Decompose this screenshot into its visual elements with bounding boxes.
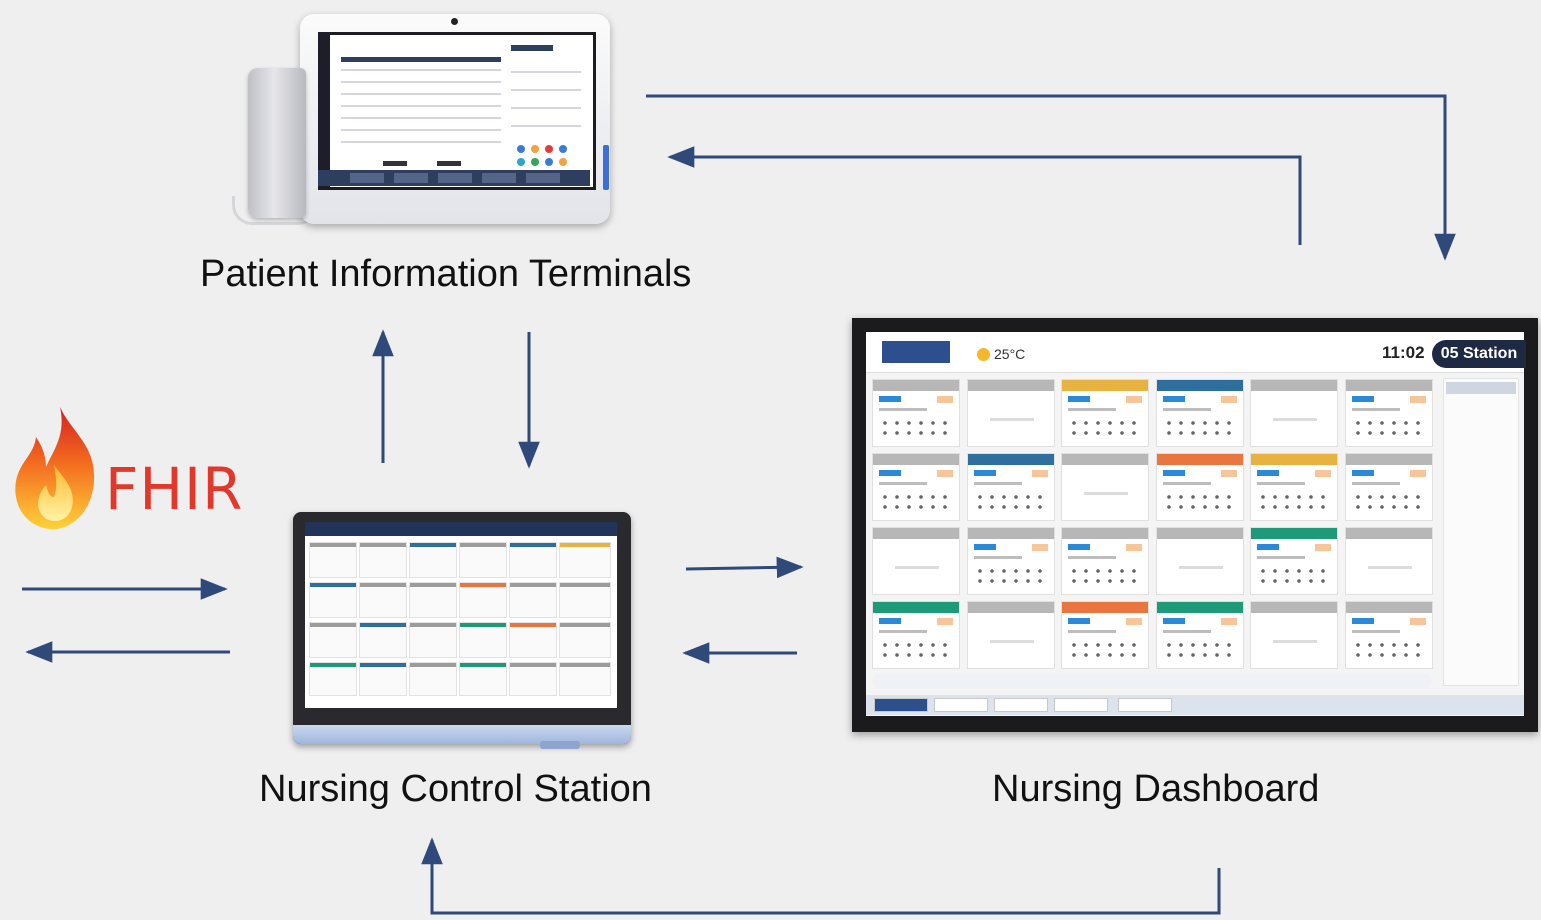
dashboard-bed-card	[1250, 453, 1338, 521]
control-station-base	[293, 725, 631, 744]
arrow-station-to-dashboard	[685, 556, 804, 579]
control-station-foot	[540, 741, 580, 749]
dashboard-tab	[874, 698, 928, 712]
dashboard-tab	[994, 698, 1048, 712]
arrow-terminal-to-dashboard	[646, 94, 1456, 261]
dashboard-logo	[882, 341, 950, 363]
dashboard-bed-card	[1344, 453, 1433, 521]
dashboard-time: 11:02	[1382, 343, 1425, 362]
control-station-topbar	[305, 522, 617, 536]
dashboard-bed-card	[1344, 379, 1433, 447]
dashboard-bed-card	[966, 453, 1055, 521]
dashboard-bed-card	[1250, 379, 1338, 447]
dashboard-bed-card	[1061, 453, 1149, 521]
flame-icon	[15, 407, 95, 530]
dashboard-bed-card	[1250, 527, 1338, 595]
arrow-dashboard-to-terminal	[667, 146, 1302, 245]
dashboard-bed-card	[1155, 379, 1244, 447]
dashboard-tab	[934, 698, 988, 712]
dashboard-bed-card	[966, 379, 1055, 447]
dashboard-tab	[1118, 698, 1172, 712]
caption-control-station: Nursing Control Station	[259, 768, 652, 810]
handset-icon	[248, 68, 306, 218]
dashboard-bed-card	[1344, 601, 1433, 669]
dashboard-bed-card	[1155, 601, 1244, 669]
dashboard-bed-card	[1155, 527, 1244, 595]
dashboard-station: 05 Station	[1432, 340, 1526, 368]
dashboard-bed-card	[1344, 527, 1433, 595]
terminal-side-light	[603, 145, 609, 190]
dashboard-temperature: 25°C	[994, 346, 1026, 362]
dashboard-bed-card	[1061, 601, 1149, 669]
dashboard-header	[866, 332, 1524, 373]
dashboard-bed-card	[1155, 453, 1244, 521]
dashboard-bed-card	[966, 601, 1055, 669]
dashboard-bed-card	[1061, 527, 1149, 595]
dashboard-bed-card	[1250, 601, 1338, 669]
patient-terminal-screen	[318, 32, 596, 190]
fhir-label: FHIR	[105, 455, 244, 523]
caption-dashboard: Nursing Dashboard	[992, 768, 1320, 810]
dashboard-bed-card	[1061, 379, 1149, 447]
dashboard-filter-bar	[872, 674, 1432, 688]
dashboard-bed-card	[872, 453, 960, 521]
caption-patient-terminals: Patient Information Terminals	[200, 253, 692, 295]
dashboard-bed-card	[872, 527, 960, 595]
sun-icon	[977, 348, 990, 361]
terminal-camera	[451, 18, 458, 25]
dashboard-side-panel	[1443, 378, 1519, 686]
terminal-left-bar	[318, 32, 330, 187]
dashboard-bed-card	[872, 379, 960, 447]
control-station-screen	[305, 522, 617, 708]
dashboard-side-panel-header	[1446, 382, 1516, 394]
dashboard-tab	[1054, 698, 1108, 712]
dashboard-bed-card	[966, 527, 1055, 595]
dashboard-bed-card	[872, 601, 960, 669]
arrow-dashboard-to-station-bottom	[421, 837, 1221, 915]
